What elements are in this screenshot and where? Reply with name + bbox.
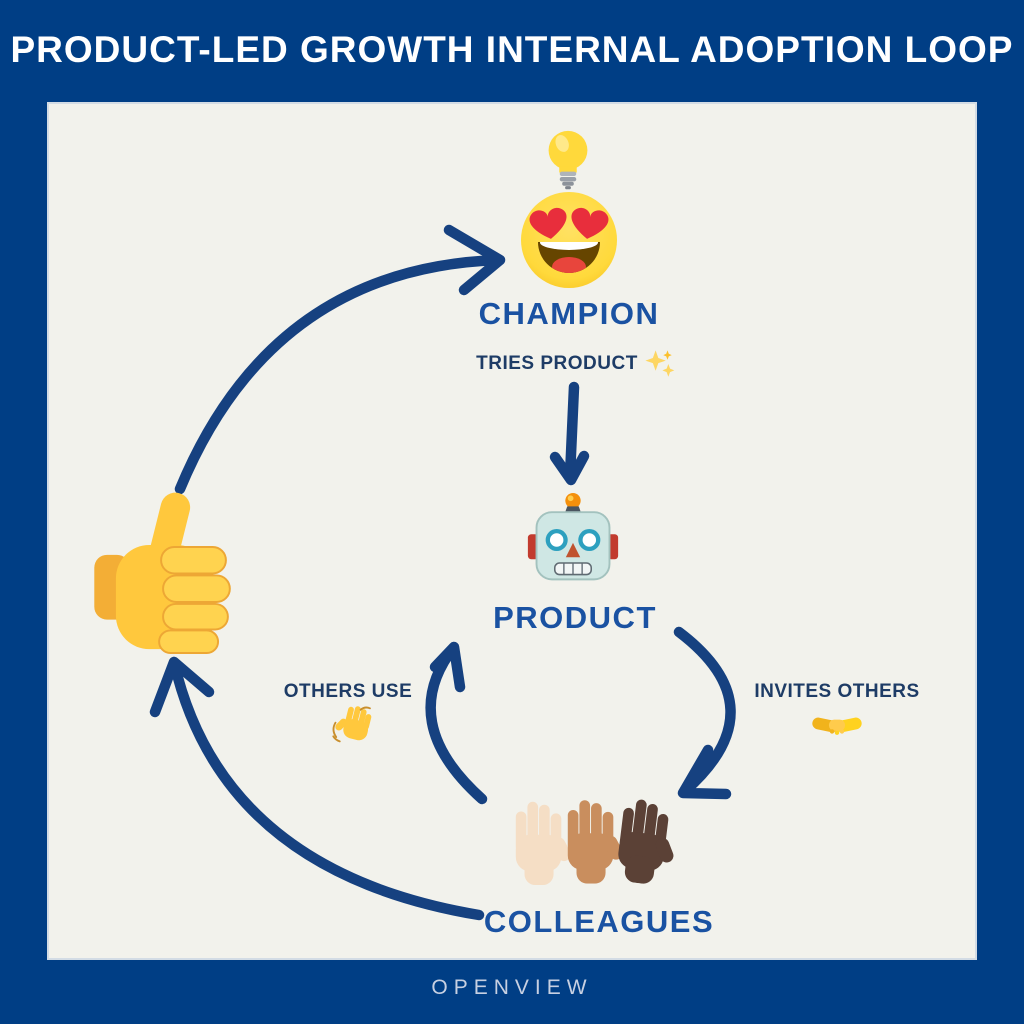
tries-product-label: TRIES PRODUCT xyxy=(476,353,638,374)
handshake-icon xyxy=(812,717,862,735)
others-use-label: OTHERS USE xyxy=(283,681,413,702)
diagram-panel: CHAMPION TRIES PRODUCT PRODUCT INVITES O… xyxy=(47,102,977,960)
robot-icon xyxy=(527,492,619,581)
sparkles-icon xyxy=(645,350,675,377)
tries-product-caption: TRIES PRODUCT xyxy=(426,347,726,381)
arrow-product-to-colleagues xyxy=(673,626,736,800)
champion-label: CHAMPION xyxy=(478,296,660,331)
lightbulb-icon xyxy=(548,130,588,190)
waving-hand-icon xyxy=(332,706,372,743)
invites-others-label: INVITES OTHERS xyxy=(754,681,920,702)
product-label: PRODUCT xyxy=(493,600,657,635)
openview-logo: OPENVIEW xyxy=(431,976,593,999)
page-title: PRODUCT-LED GROWTH INTERNAL ADOPTION LOO… xyxy=(10,29,1014,70)
colleagues-label: COLLEAGUES xyxy=(483,904,715,939)
arrow-colleagues-to-product xyxy=(425,641,488,805)
arrow-champion-to-product xyxy=(549,381,590,486)
raised-hand-dark-icon xyxy=(608,789,681,890)
colleagues-hands xyxy=(509,796,675,890)
thumbs-up-icon xyxy=(94,492,231,655)
heart-eyes-icon xyxy=(521,192,617,288)
